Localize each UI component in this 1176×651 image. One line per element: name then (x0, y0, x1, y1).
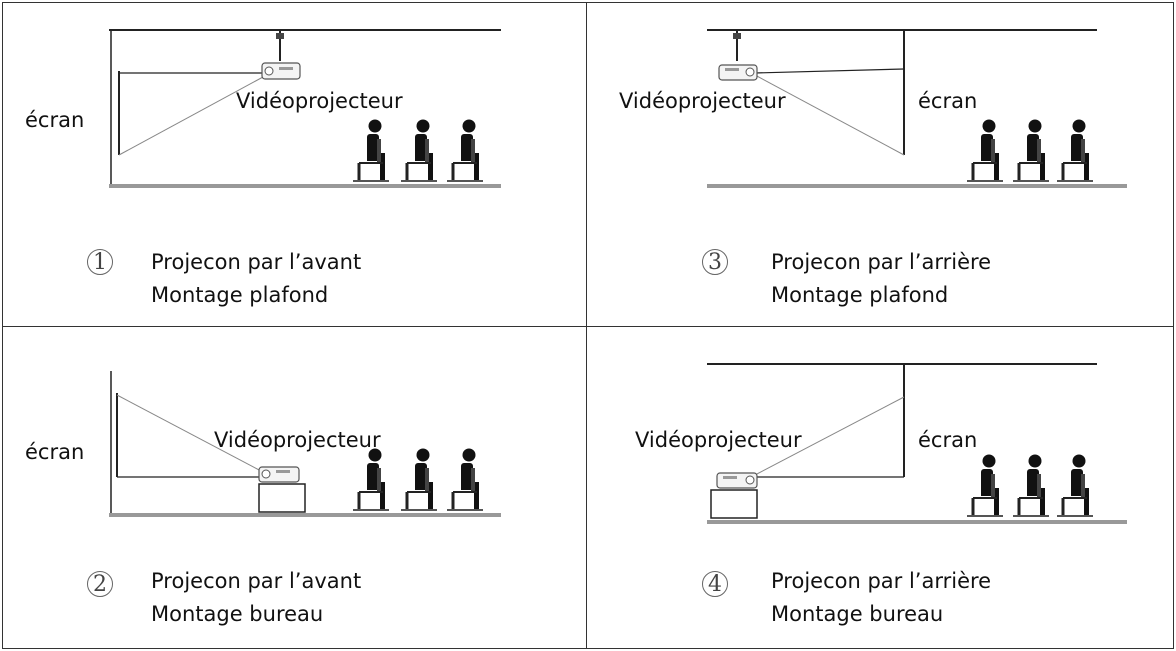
panel-front-ceiling: écran Vidéoprojecteur 1 Projecon par l’a… (2, 2, 587, 327)
projector-label: Vidéoprojecteur (635, 428, 802, 452)
seated-person-icon (353, 119, 389, 182)
panel-front-desk: écran Vidéoprojecteur 2 Projecon par l’a… (2, 327, 587, 649)
seated-person-icon (967, 119, 1003, 182)
beam-top (754, 68, 905, 74)
caption-line-projection: Projecon par l’arrière (771, 250, 992, 274)
caption-line-mount: Montage bureau (151, 602, 324, 626)
audience-group (967, 454, 1093, 517)
panel-caption: Projecon par l’avant Montage bureau (151, 565, 361, 631)
panel-number-badge: 3 (702, 249, 728, 275)
scene-front-ceiling (109, 29, 501, 188)
caption-line-mount: Montage plafond (151, 283, 329, 307)
projector-icon (258, 466, 300, 483)
screen-label: écran (918, 89, 978, 113)
seated-person-icon (1057, 454, 1093, 517)
caption-line-mount: Montage plafond (771, 283, 949, 307)
screen-label: écran (918, 428, 978, 452)
table-icon (710, 489, 758, 519)
seated-person-icon (1013, 119, 1049, 182)
seated-person-icon (401, 448, 437, 511)
ceiling-mount (276, 31, 284, 61)
panel-rear-ceiling: Vidéoprojecteur écran 3 Projecon par l’a… (587, 2, 1174, 327)
beam-bottom (118, 76, 264, 156)
caption-line-projection: Projecon par l’avant (151, 569, 362, 593)
projector-icon (261, 62, 301, 80)
panel-caption: Projecon par l’avant Montage plafond (151, 246, 361, 312)
audience-group (353, 448, 483, 511)
panel-number-badge: 2 (87, 571, 113, 597)
panel-number-badge: 4 (702, 571, 728, 597)
caption-line-projection: Projecon par l’avant (151, 250, 362, 274)
floor-line (707, 520, 1127, 524)
panel-rear-desk: Vidéoprojecteur écran 4 Projecon par l’a… (587, 327, 1174, 649)
table-icon (258, 483, 306, 513)
floor-line (109, 184, 501, 188)
seated-person-icon (401, 119, 437, 182)
seated-person-icon (353, 448, 389, 511)
scene-rear-ceiling (707, 29, 1127, 188)
projector-label: Vidéoprojecteur (214, 428, 381, 452)
beam-top (116, 394, 262, 472)
seated-person-icon (1013, 454, 1049, 517)
caption-line-mount: Montage bureau (771, 602, 944, 626)
screen-label: écran (25, 108, 85, 132)
seated-person-icon (1057, 119, 1093, 182)
ceiling-mount (733, 31, 741, 61)
projector-label: Vidéoprojecteur (619, 89, 786, 113)
floor-line (707, 184, 1127, 188)
beam-bottom (754, 74, 905, 156)
projector-icon (718, 64, 758, 81)
caption-line-projection: Projecon par l’arrière (771, 569, 992, 593)
beam-top (754, 396, 905, 476)
panel-number-badge: 1 (87, 249, 113, 275)
scene-rear-desk (707, 363, 1127, 524)
projector-label: Vidéoprojecteur (236, 89, 403, 113)
scene-front-desk (109, 371, 501, 517)
seated-person-icon (447, 119, 483, 182)
floor-line (109, 513, 501, 517)
screen-label: écran (25, 440, 85, 464)
panel-caption: Projecon par l’arrière Montage bureau (771, 565, 991, 631)
seated-person-icon (967, 454, 1003, 517)
seated-person-icon (447, 448, 483, 511)
projector-icon (716, 472, 758, 489)
audience-group (967, 119, 1093, 182)
panel-caption: Projecon par l’arrière Montage plafond (771, 246, 991, 312)
audience-group (353, 119, 483, 182)
